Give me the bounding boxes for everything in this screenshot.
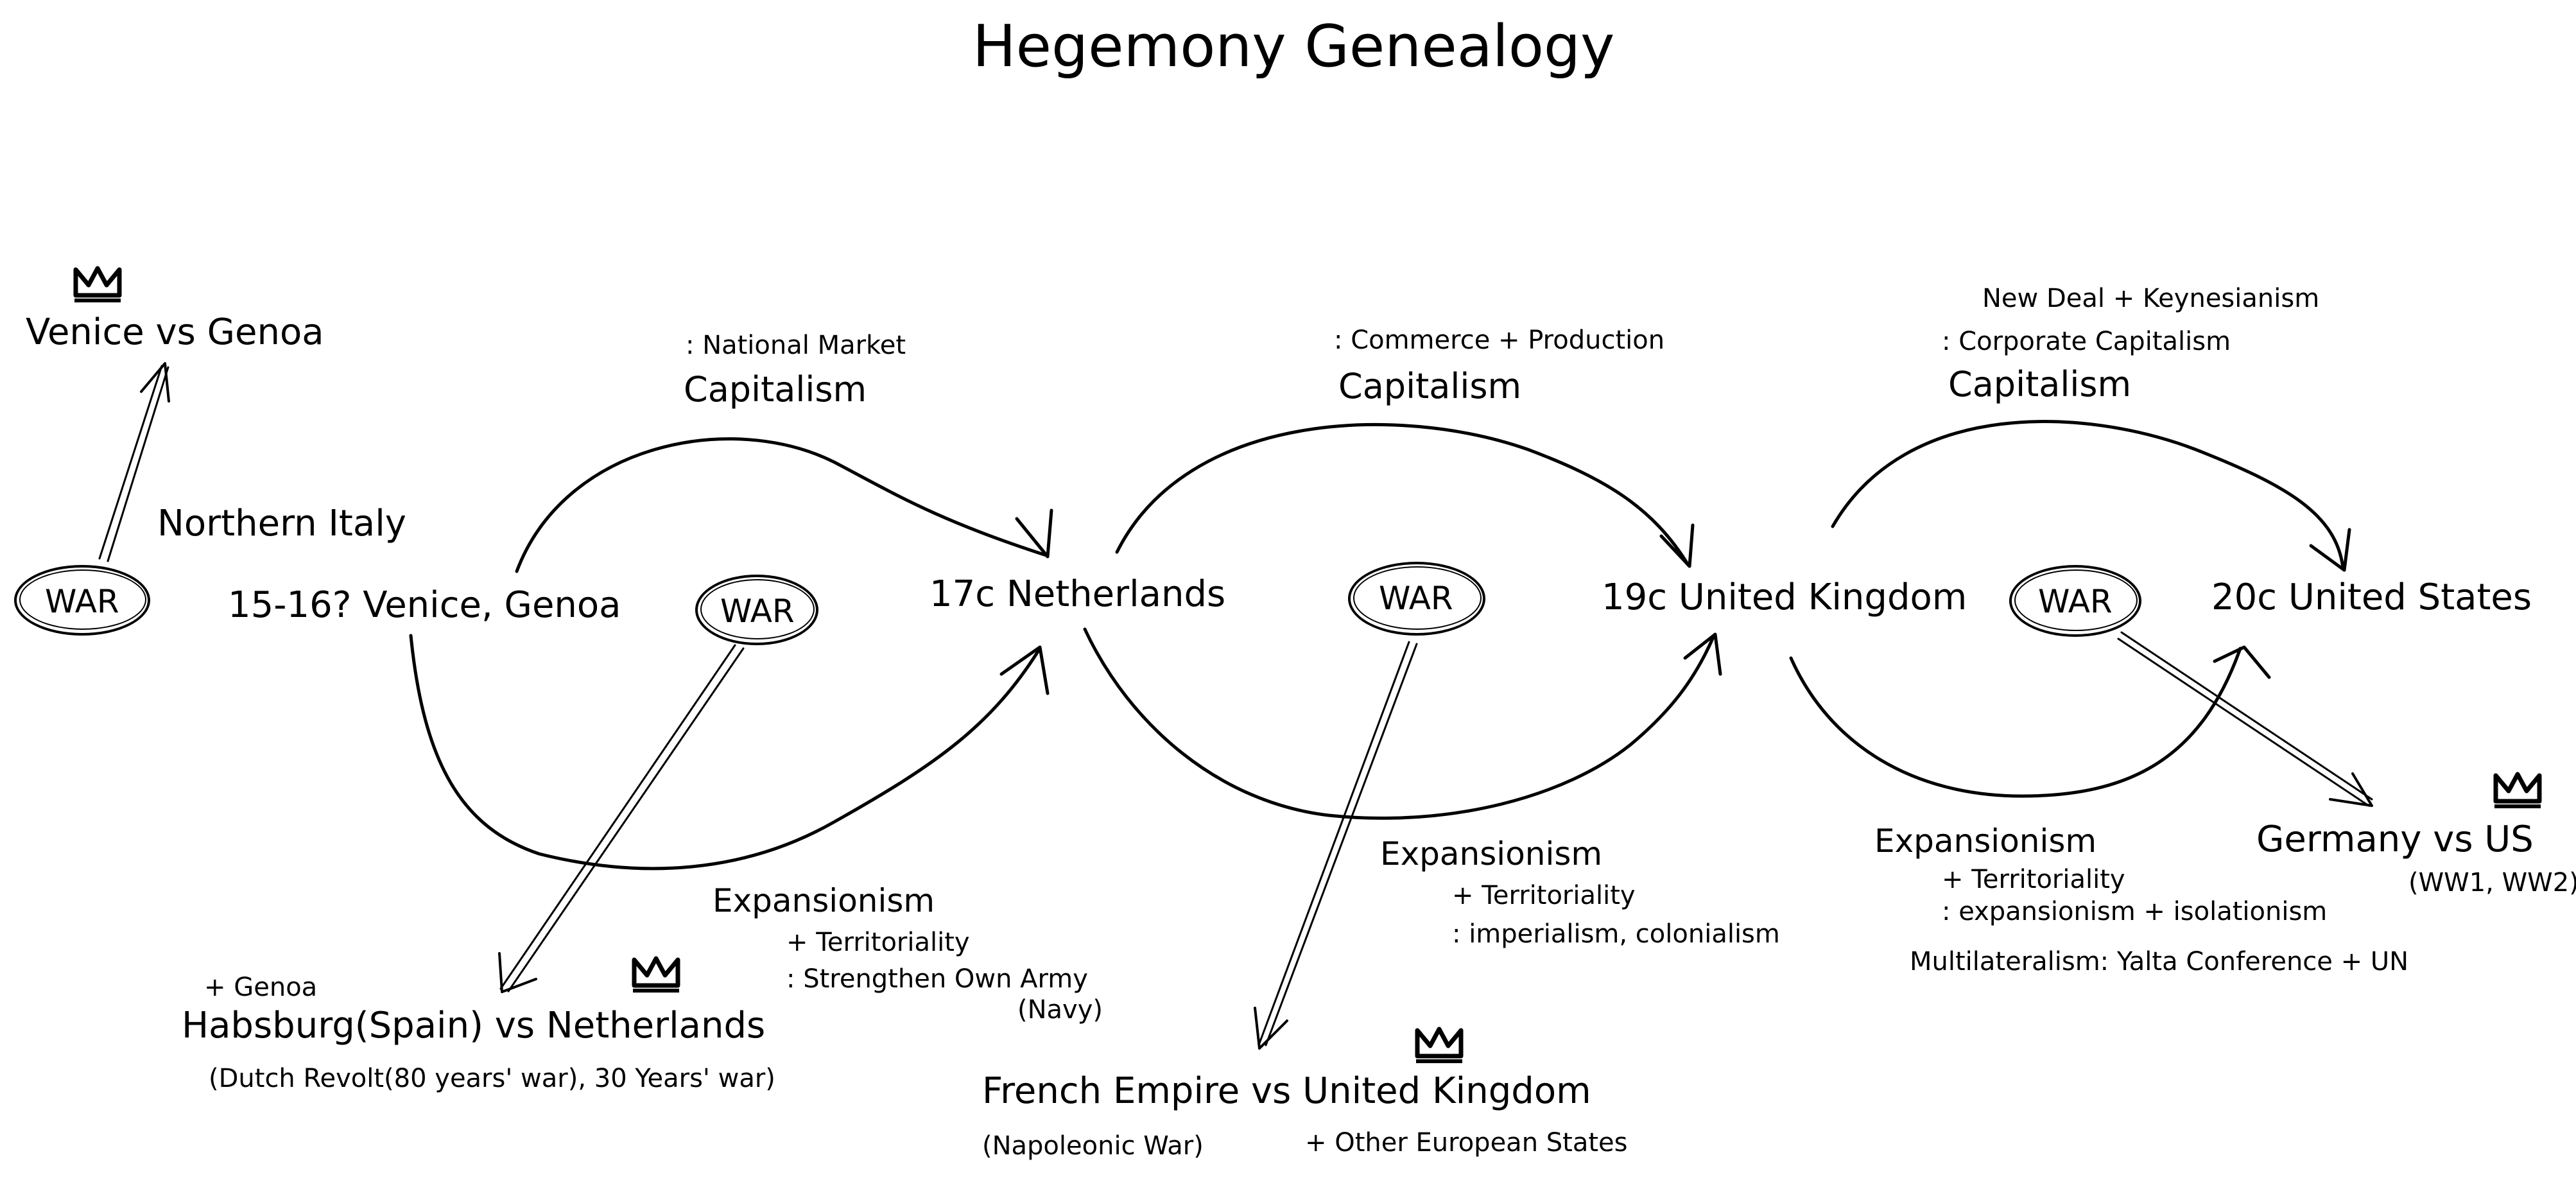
capitalism-arc-to-uk-head bbox=[1659, 523, 1695, 568]
crown-icon bbox=[2493, 772, 2542, 808]
capitalism-arc-to-netherlands-head bbox=[1015, 508, 1053, 559]
crown-icon bbox=[73, 266, 122, 302]
expansionism-note-uk: : imperialism, colonialism bbox=[1452, 919, 1780, 949]
rivalry-habsburg-prefix: + Genoa bbox=[204, 973, 318, 1002]
war-arrow-french-empire bbox=[1258, 641, 1418, 1046]
capitalism-arc-to-netherlands bbox=[515, 437, 1048, 573]
expansionism-arc-to-uk-head bbox=[1683, 632, 1722, 676]
war-arrow-germany-us bbox=[2117, 631, 2373, 807]
rivalry-germany-us-note: (WW1, WW2) bbox=[2408, 868, 2576, 898]
war-ellipse-icon bbox=[2009, 565, 2141, 637]
crown-icon bbox=[632, 956, 680, 993]
rivalry-french-empire-extra: + Other European States bbox=[1305, 1128, 1628, 1158]
war-ellipse-icon bbox=[1348, 562, 1485, 636]
expansionism-arc-to-netherlands bbox=[409, 634, 1042, 871]
expansionism-label-us: Expansionism bbox=[1874, 822, 2097, 860]
hegemon-venice-genoa: 15-16? Venice, Genoa bbox=[228, 584, 621, 626]
expansionism-label-netherlands: Expansionism bbox=[713, 882, 935, 919]
war-ellipse-icon bbox=[14, 565, 150, 636]
war-label: WAR bbox=[720, 593, 795, 630]
expansionism-note-netherlands-2: (Navy) bbox=[1017, 995, 1103, 1025]
war-arrow-germany-us-head bbox=[2329, 772, 2373, 807]
crown-icon bbox=[1415, 1027, 1464, 1063]
capitalism-label-netherlands: Capitalism bbox=[684, 369, 867, 410]
hegemon-united-states: 20c United States bbox=[2211, 577, 2532, 618]
expansionism-note-netherlands-1: : Strengthen Own Army bbox=[786, 964, 1088, 994]
war-label: WAR bbox=[2038, 583, 2113, 620]
page-title: Hegemony Genealogy bbox=[972, 13, 1615, 80]
war-ellipse-icon bbox=[695, 575, 818, 645]
capitalism-note-uk: : Commerce + Production bbox=[1334, 325, 1665, 355]
capitalism-label-us: Capitalism bbox=[1948, 364, 2132, 404]
war-label: WAR bbox=[1379, 580, 1453, 617]
rivalry-habsburg-title: Habsburg(Spain) vs Netherlands bbox=[182, 1005, 766, 1046]
label-northern-italy: Northern Italy bbox=[157, 503, 406, 544]
hegemon-netherlands: 17c Netherlands bbox=[929, 573, 1226, 615]
rivalry-habsburg-note: (Dutch Revolt(80 years' war), 30 Years' … bbox=[209, 1064, 775, 1093]
war-arrow-french-empire-head bbox=[1254, 1007, 1288, 1050]
rivalry-germany-us-title: Germany vs US bbox=[2256, 819, 2534, 860]
rivalry-french-empire-title: French Empire vs United Kingdom bbox=[982, 1070, 1591, 1112]
capitalism-label-uk: Capitalism bbox=[1338, 366, 1522, 406]
rivalry-french-empire-note: (Napoleonic War) bbox=[982, 1131, 1204, 1161]
expansionism-arc-to-us bbox=[1789, 646, 2242, 798]
capitalism-arc-to-us bbox=[1831, 420, 2345, 570]
expansionism-arc-to-uk bbox=[1083, 627, 1716, 820]
war-arrow-habsburg bbox=[499, 644, 745, 993]
expansionism-arc-to-netherlands-head bbox=[999, 645, 1050, 695]
capitalism-note-us-1: New Deal + Keynesianism bbox=[1982, 284, 2320, 313]
capitalism-note-us-2: : Corporate Capitalism bbox=[1942, 327, 2231, 356]
war-label: WAR bbox=[45, 583, 119, 620]
expansionism-multilateralism-us: Multilateralism: Yalta Conference + UN bbox=[1910, 947, 2409, 976]
expansionism-label-uk: Expansionism bbox=[1380, 835, 1603, 872]
expansionism-note-us: : expansionism + isolationism bbox=[1942, 897, 2328, 926]
expansionism-territoriality-uk: + Territoriality bbox=[1452, 881, 1636, 910]
war-arrow-habsburg-head bbox=[498, 952, 537, 993]
capitalism-arc-to-us-head bbox=[2309, 528, 2351, 572]
rivalry-venice-vs-genoa: Venice vs Genoa bbox=[26, 311, 324, 353]
hegemon-united-kingdom: 19c United Kingdom bbox=[1602, 577, 1967, 618]
expansionism-territoriality-us: + Territoriality bbox=[1942, 865, 2125, 894]
expansionism-territoriality-netherlands: + Territoriality bbox=[786, 928, 970, 957]
expansionism-arc-to-us-head bbox=[2213, 645, 2271, 679]
capitalism-arc-to-uk bbox=[1115, 422, 1690, 567]
war-arrow-venice-genoa-head bbox=[140, 362, 170, 403]
war-arrow-venice-genoa bbox=[98, 365, 169, 562]
capitalism-note-netherlands: : National Market bbox=[686, 331, 906, 360]
